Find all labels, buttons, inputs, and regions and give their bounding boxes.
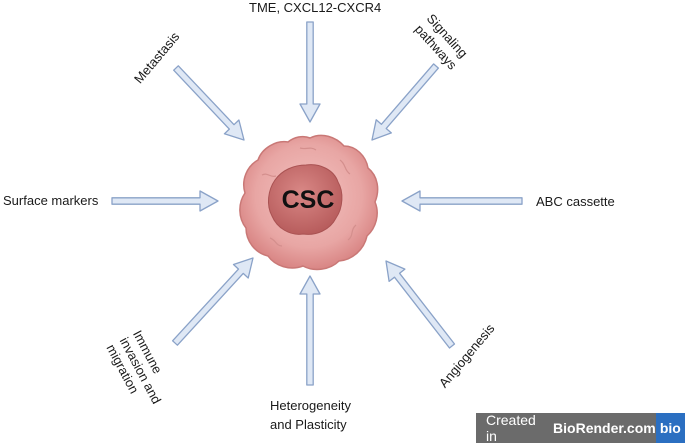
cell-texture bbox=[261, 147, 357, 247]
arrow-bottom bbox=[299, 275, 321, 386]
arrow-bottom-left bbox=[171, 257, 254, 346]
arrows-group bbox=[111, 21, 523, 386]
arrow-top-right bbox=[371, 63, 440, 141]
arrow-bottom-right bbox=[385, 260, 456, 349]
arrow-left bbox=[111, 190, 219, 212]
csc-cell: CSC bbox=[239, 134, 379, 271]
arrow-top bbox=[299, 21, 321, 123]
biorender-badge[interactable]: Created in BioRender.com bio bbox=[476, 412, 685, 444]
cell-nucleus bbox=[267, 164, 343, 235]
badge-brand: BioRender.com bbox=[553, 420, 656, 436]
csc-label: CSC bbox=[282, 186, 335, 214]
label-surface-markers: Surface markers bbox=[3, 193, 99, 208]
badge-prefix: Created in bbox=[486, 412, 536, 444]
label-heterogeneity-plasticity: Heterogeneity and Plasticity bbox=[270, 398, 351, 432]
arrow-right bbox=[401, 190, 523, 212]
arrow-top-left bbox=[173, 65, 245, 141]
label-tme-cxcl12-cxcr4: TME, CXCL12-CXCR4 bbox=[249, 0, 382, 15]
label-abc-cassette: ABC cassette bbox=[536, 194, 615, 209]
biorender-logo-icon: bio bbox=[655, 413, 685, 443]
